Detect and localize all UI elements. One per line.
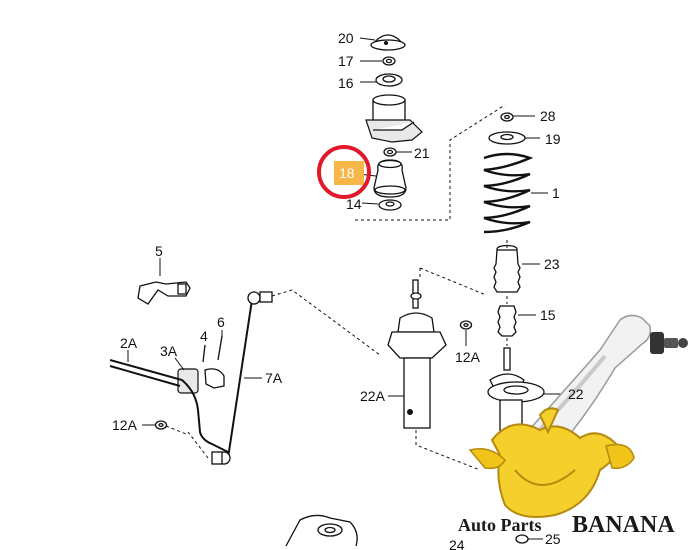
highlight-marker	[317, 145, 371, 199]
top-mount-stack	[355, 34, 506, 221]
callout-22: 22	[568, 386, 584, 402]
watermark-big-text: BANANA	[572, 512, 675, 538]
highlight-ring	[317, 145, 371, 199]
callout-14: 14	[346, 196, 362, 212]
callout-17: 17	[338, 53, 354, 69]
callout-12A-mid: 12A	[455, 349, 481, 365]
callout-12A-left: 12A	[112, 417, 138, 433]
callout-2A: 2A	[120, 335, 138, 351]
highlight-fill-box	[334, 161, 364, 185]
callout-3A: 3A	[160, 343, 178, 359]
anti-roll-bar-assembly	[109, 258, 381, 465]
callout-24: 24	[449, 537, 465, 550]
callout-1: 1	[552, 185, 560, 201]
callout-4: 4	[200, 328, 208, 344]
spring-stack	[483, 112, 565, 471]
callout-25: 25	[545, 531, 561, 547]
callout-21: 21	[414, 145, 430, 161]
callout-18: 18	[339, 165, 355, 181]
callout-23: 23	[544, 256, 560, 272]
callout-6: 6	[217, 314, 225, 330]
watermark-small-text: Auto Parts	[458, 515, 542, 535]
shock-absorber-22A	[387, 267, 487, 471]
banana-icon	[490, 423, 622, 518]
callout-7A: 7A	[265, 370, 283, 386]
callout-20: 20	[338, 30, 354, 46]
callout-19: 19	[545, 131, 561, 147]
callout-labels: 20 17 16 21 18 14 28 19 1 23 15 22 5 6 4…	[112, 30, 584, 550]
callout-28: 28	[540, 108, 556, 124]
banana-logo: Auto Parts BANANA	[458, 407, 675, 538]
callout-16: 16	[338, 75, 354, 91]
callout-5: 5	[155, 243, 163, 259]
bottom-parts	[285, 514, 543, 547]
callout-22A: 22A	[360, 388, 386, 404]
callout-15: 15	[540, 307, 556, 323]
